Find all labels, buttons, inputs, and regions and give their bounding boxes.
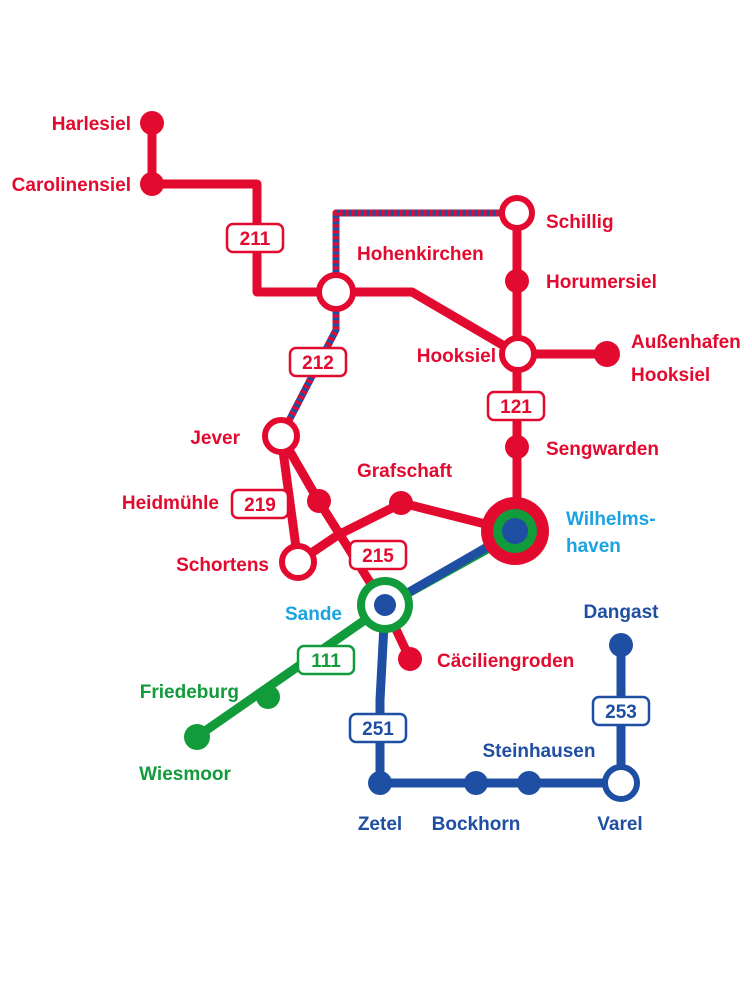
label-hooksiel: Hooksiel — [417, 346, 496, 367]
route-215-label: 215 — [362, 546, 394, 567]
label-schillig: Schillig — [546, 212, 614, 233]
route-211-badge: 211 — [225, 222, 285, 254]
sande-hub — [357, 577, 413, 633]
line-211 — [147, 118, 341, 297]
route-121-badge: 121 — [486, 390, 546, 422]
stop-heidmuehle — [307, 489, 331, 513]
label-varel: Varel — [597, 814, 642, 835]
label-carolinensiel: Carolinensiel — [12, 175, 131, 196]
stop-bockhorn — [464, 771, 488, 795]
stop-carolinensiel — [140, 172, 164, 196]
stop-wiesmoor — [184, 724, 210, 750]
stop-dangast — [609, 633, 633, 657]
stop-harlesiel — [140, 111, 164, 135]
label-zetel: Zetel — [358, 814, 402, 835]
stop-varel — [602, 764, 640, 802]
line-schortens-whv — [293, 498, 518, 567]
route-219-badge: 219 — [230, 488, 290, 520]
route-212-label: 212 — [302, 353, 334, 374]
label-sengwarden: Sengwarden — [546, 439, 659, 460]
route-251-label: 251 — [362, 719, 394, 740]
line-hohenkirchen-hooksiel — [331, 287, 523, 359]
line-212-dash — [277, 209, 517, 438]
label-grafschaft: Grafschaft — [357, 461, 453, 482]
label-sande: Sande — [285, 604, 342, 625]
route-111-badge: 111 — [296, 644, 356, 676]
green-stops — [184, 685, 280, 750]
label-hohenkirchen: Hohenkirchen — [357, 244, 484, 265]
wilhelmshaven-hub — [481, 497, 549, 565]
label-friedeburg: Friedeburg — [140, 682, 239, 703]
route-253-label: 253 — [605, 702, 637, 723]
label-bockhorn: Bockhorn — [432, 814, 521, 835]
label-aussenhafen-2: Hooksiel — [631, 365, 710, 386]
label-wilhelmshaven-2: haven — [566, 536, 621, 557]
label-horumersiel: Horumersiel — [546, 272, 657, 293]
label-wilhelmshaven-1: Wilhelms- — [566, 509, 656, 530]
red-stops — [140, 111, 620, 671]
route-212-badge: 212 — [288, 346, 348, 378]
label-harlesiel: Harlesiel — [52, 114, 131, 135]
stop-schortens — [279, 543, 317, 581]
label-jever: Jever — [190, 428, 240, 449]
label-dangast: Dangast — [584, 602, 660, 623]
route-111-label: 111 — [311, 651, 341, 672]
stop-zetel — [368, 771, 392, 795]
stop-horumersiel — [505, 269, 529, 293]
line-219-a — [276, 431, 303, 567]
blue-stops — [368, 633, 633, 795]
stop-grafschaft — [389, 491, 413, 515]
route-215-badge: 215 — [348, 539, 408, 571]
stop-sengwarden — [505, 435, 529, 459]
label-caeciliengroden: Cäciliengroden — [437, 651, 574, 672]
route-251-badge: 251 — [348, 712, 408, 744]
stop-schillig — [499, 195, 535, 231]
stop-hohenkirchen — [316, 272, 356, 312]
label-heidmuehle: Heidmühle — [122, 493, 219, 514]
stop-jever — [262, 417, 300, 455]
route-219-label: 219 — [244, 495, 276, 516]
station-labels: Harlesiel Carolinensiel Schillig Hohenki… — [12, 114, 741, 835]
label-schortens: Schortens — [176, 555, 269, 576]
stop-caeciliengroden — [398, 647, 422, 671]
route-253-badge: 253 — [591, 695, 651, 727]
label-wiesmoor: Wiesmoor — [139, 764, 231, 785]
dashed-lines — [277, 209, 517, 438]
label-steinhausen: Steinhausen — [483, 741, 596, 762]
stop-hooksiel — [499, 335, 537, 373]
route-121-label: 121 — [500, 397, 532, 418]
red-ring-stops — [262, 195, 537, 581]
stop-friedeburg — [256, 685, 280, 709]
stop-steinhausen — [517, 771, 541, 795]
route-211-label: 211 — [240, 229, 271, 250]
label-aussenhafen-1: Außenhafen — [631, 332, 741, 353]
stop-aussenhafen — [594, 341, 620, 367]
